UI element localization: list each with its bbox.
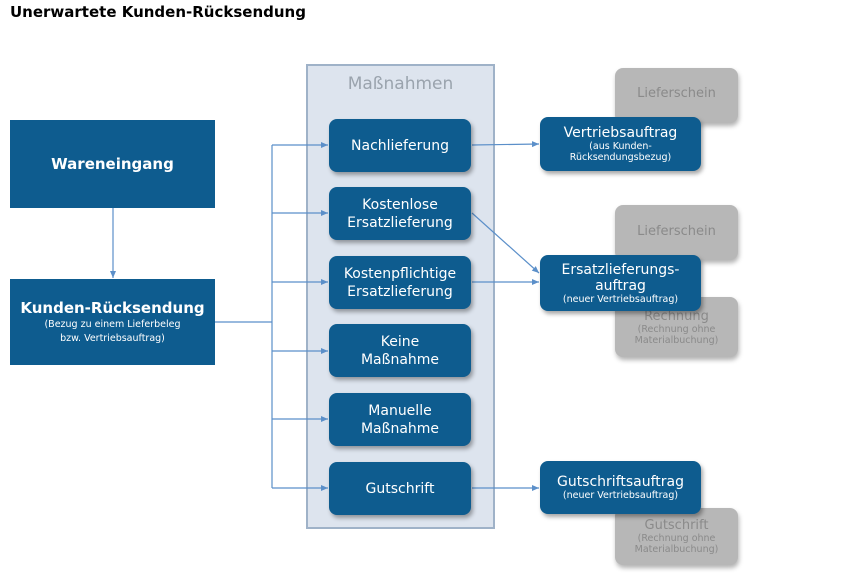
result-ersatzlieferungsauftrag-title2: auftrag — [595, 277, 646, 294]
result-ersatzlieferungsauftrag: Ersatzlieferungs- auftrag (neuer Vertrie… — [540, 255, 701, 311]
measure-kostenpflichtige-ersatzlieferung: Kostenpflichtige Ersatzlieferung — [329, 256, 471, 309]
followup-rechnung-title: Rechnung — [644, 309, 709, 324]
result-vertriebsauftrag-title: Vertriebsauftrag — [563, 125, 678, 141]
result-ersatzlieferungsauftrag-title1: Ersatzlieferungs- — [561, 261, 680, 278]
result-gutschriftsauftrag-sub: (neuer Vertriebsauftrag) — [562, 490, 679, 501]
result-vertriebsauftrag: Vertriebsauftrag (aus Kunden- Rücksendun… — [540, 117, 701, 171]
measure-gutschrift-label: Gutschrift — [365, 480, 435, 497]
measure-kostenlose-line2: Ersatzlieferung — [347, 214, 453, 231]
followup-lieferschein-1-label: Lieferschein — [637, 86, 716, 101]
measure-kostenlose-ersatzlieferung: Kostenlose Ersatzlieferung — [329, 187, 471, 240]
kunden-ruecksendung-sub2: bzw. Vertriebsauftrag) — [60, 333, 165, 344]
measure-keine-massnahme: Keine Maßnahme — [329, 324, 471, 377]
measure-kostenlose-line1: Kostenlose — [362, 196, 438, 213]
measure-manuelle-massnahme: Manuelle Maßnahme — [329, 393, 471, 446]
measure-keine-line2: Maßnahme — [360, 351, 440, 368]
measure-kostenpflichtige-line1: Kostenpflichtige — [343, 265, 457, 282]
followup-gutschrift-sub2: Materialbuchung) — [634, 544, 719, 555]
followup-rechnung-sub2: Materialbuchung) — [634, 335, 719, 346]
diagram-title: Unerwartete Kunden-Rücksendung — [10, 3, 306, 21]
measure-gutschrift: Gutschrift — [329, 462, 471, 515]
arrow-nachlieferung-to-vertrieb — [471, 141, 540, 148]
measure-manuelle-line1: Manuelle — [368, 402, 432, 419]
result-ersatzlieferungsauftrag-sub: (neuer Vertriebsauftrag) — [562, 293, 679, 305]
wareneingang-label: Wareneingang — [51, 155, 174, 173]
followup-gutschrift-title: Gutschrift — [644, 518, 709, 533]
measures-panel-title: Maßnahmen — [347, 74, 454, 94]
followup-lieferschein-1: Lieferschein — [615, 68, 738, 123]
kunden-ruecksendung-sub1: (Bezug zu einem Lieferbeleg — [44, 319, 181, 330]
result-vertriebsauftrag-sub1: (aus Kunden- — [589, 141, 652, 152]
result-gutschriftsauftrag-title: Gutschriftsauftrag — [556, 474, 685, 490]
measure-nachlieferung: Nachlieferung — [329, 119, 471, 172]
result-vertriebsauftrag-sub2: Rücksendungsbezug) — [569, 152, 672, 163]
measure-manuelle-line2: Maßnahme — [360, 420, 440, 437]
measure-keine-line1: Keine — [380, 333, 420, 350]
wareneingang-box: Wareneingang — [10, 120, 215, 208]
kunden-ruecksendung-box: Kunden-Rücksendung (Bezug zu einem Liefe… — [10, 279, 215, 365]
result-gutschriftsauftrag: Gutschriftsauftrag (neuer Vertriebsauftr… — [540, 461, 701, 514]
kunden-ruecksendung-title: Kunden-Rücksendung — [20, 299, 205, 317]
measure-kostenpflichtige-line2: Ersatzlieferung — [347, 283, 453, 300]
followup-lieferschein-2: Lieferschein — [615, 205, 738, 260]
measure-nachlieferung-label: Nachlieferung — [351, 137, 449, 154]
arrow-kostenlose-to-ersatz — [471, 212, 540, 274]
followup-rechnung-sub1: (Rechnung ohne — [637, 324, 716, 335]
followup-gutschrift-sub1: (Rechnung ohne — [637, 533, 716, 544]
followup-lieferschein-2-label: Lieferschein — [637, 224, 716, 239]
followup-gutschrift: Gutschrift (Rechnung ohne Materialbuchun… — [615, 508, 738, 565]
